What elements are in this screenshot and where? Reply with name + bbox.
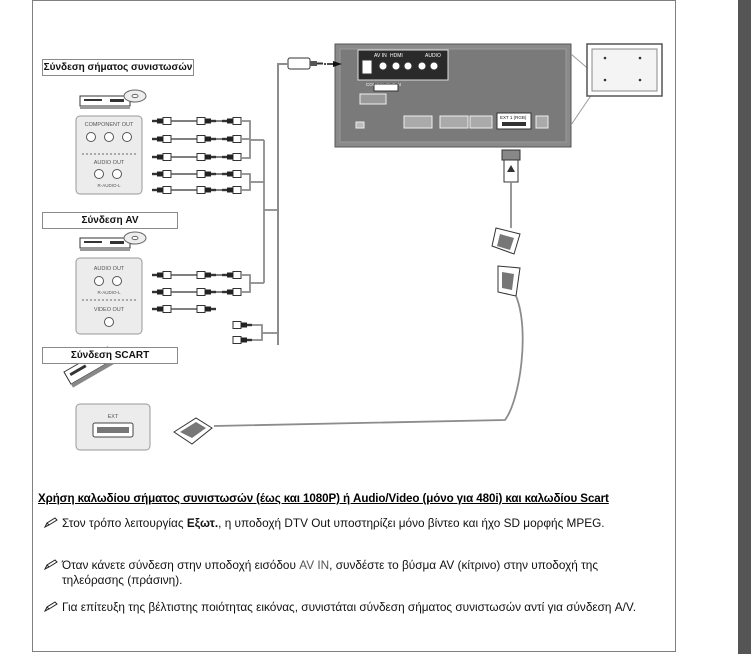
connection-diagram: AV IN HDMI AUDIO COMPONENT IN EXT 1 (RGB… <box>63 43 663 451</box>
label-scart-connection: Σύνδεση SCART <box>42 347 178 364</box>
av-device: AUDIO OUT R-AUDIO-L VIDEO OUT <box>75 231 147 335</box>
svg-text:AUDIO: AUDIO <box>425 53 441 59</box>
note-2: Όταν κάνετε σύνδεση στην υποδοχή εισόδου… <box>44 558 660 588</box>
note-2-highlight: AV IN <box>299 558 330 572</box>
svg-text:R-AUDIO-L: R-AUDIO-L <box>97 290 120 295</box>
note-1-text-b: , η υποδοχή DTV Out υποστηρίζει μόνο βίν… <box>218 516 605 530</box>
svg-text:AUDIO OUT: AUDIO OUT <box>94 266 125 272</box>
note-2-text-a: Όταν κάνετε σύνδεση στην υποδοχή εισόδου <box>62 558 300 572</box>
page-top-rule <box>32 0 676 1</box>
svg-text:EXT: EXT <box>108 414 119 420</box>
scart-cable <box>173 149 524 445</box>
svg-text:COMPONENT OUT: COMPONENT OUT <box>85 122 134 128</box>
av-in-cable <box>277 57 342 345</box>
label-component-connection: Σύνδεση σήματος συνιστωσών <box>42 59 194 76</box>
svg-text:AV IN: AV IN <box>374 53 387 59</box>
note-1: Στον τρόπο λειτουργίας Εξωτ., η υποδοχή … <box>44 516 660 531</box>
pencil-note-icon <box>44 601 58 612</box>
svg-text:AUDIO OUT: AUDIO OUT <box>94 160 125 166</box>
tv-back-panel: AV IN HDMI AUDIO COMPONENT IN EXT 1 (RGB… <box>334 43 572 148</box>
note-2-text-b: , συνδέστε το βύσμα AV (κίτρινο) στην υπ… <box>62 558 599 587</box>
component-device: COMPONENT OUT AUDIO OUT R-AUDIO-L <box>75 89 147 195</box>
component-cables <box>151 117 264 194</box>
note-3: Για επίτευξη της βέλτιστης ποιότητας εικ… <box>44 600 660 615</box>
svg-text:HDMI: HDMI <box>390 53 403 59</box>
pencil-note-icon <box>44 517 58 528</box>
page-frame <box>32 0 676 652</box>
tv-side-view <box>570 43 663 126</box>
av-cables <box>151 140 278 344</box>
note-3-text: Για επίτευξη της βέλτιστης ποιότητας εικ… <box>62 600 636 614</box>
svg-text:VIDEO OUT: VIDEO OUT <box>94 307 125 313</box>
section-heading: Χρήση καλωδίου σήματος συνιστωσών (έως κ… <box>38 492 609 505</box>
scrollbar[interactable] <box>738 0 751 654</box>
note-1-bold: Εξωτ. <box>186 516 219 530</box>
label-av-connection: Σύνδεση AV <box>42 212 178 229</box>
svg-text:EXT 1 (RGB): EXT 1 (RGB) <box>500 115 527 120</box>
svg-text:R-AUDIO-L: R-AUDIO-L <box>97 183 120 188</box>
pencil-note-icon <box>44 559 58 570</box>
note-1-text-a: Στον τρόπο λειτουργίας <box>62 516 187 530</box>
